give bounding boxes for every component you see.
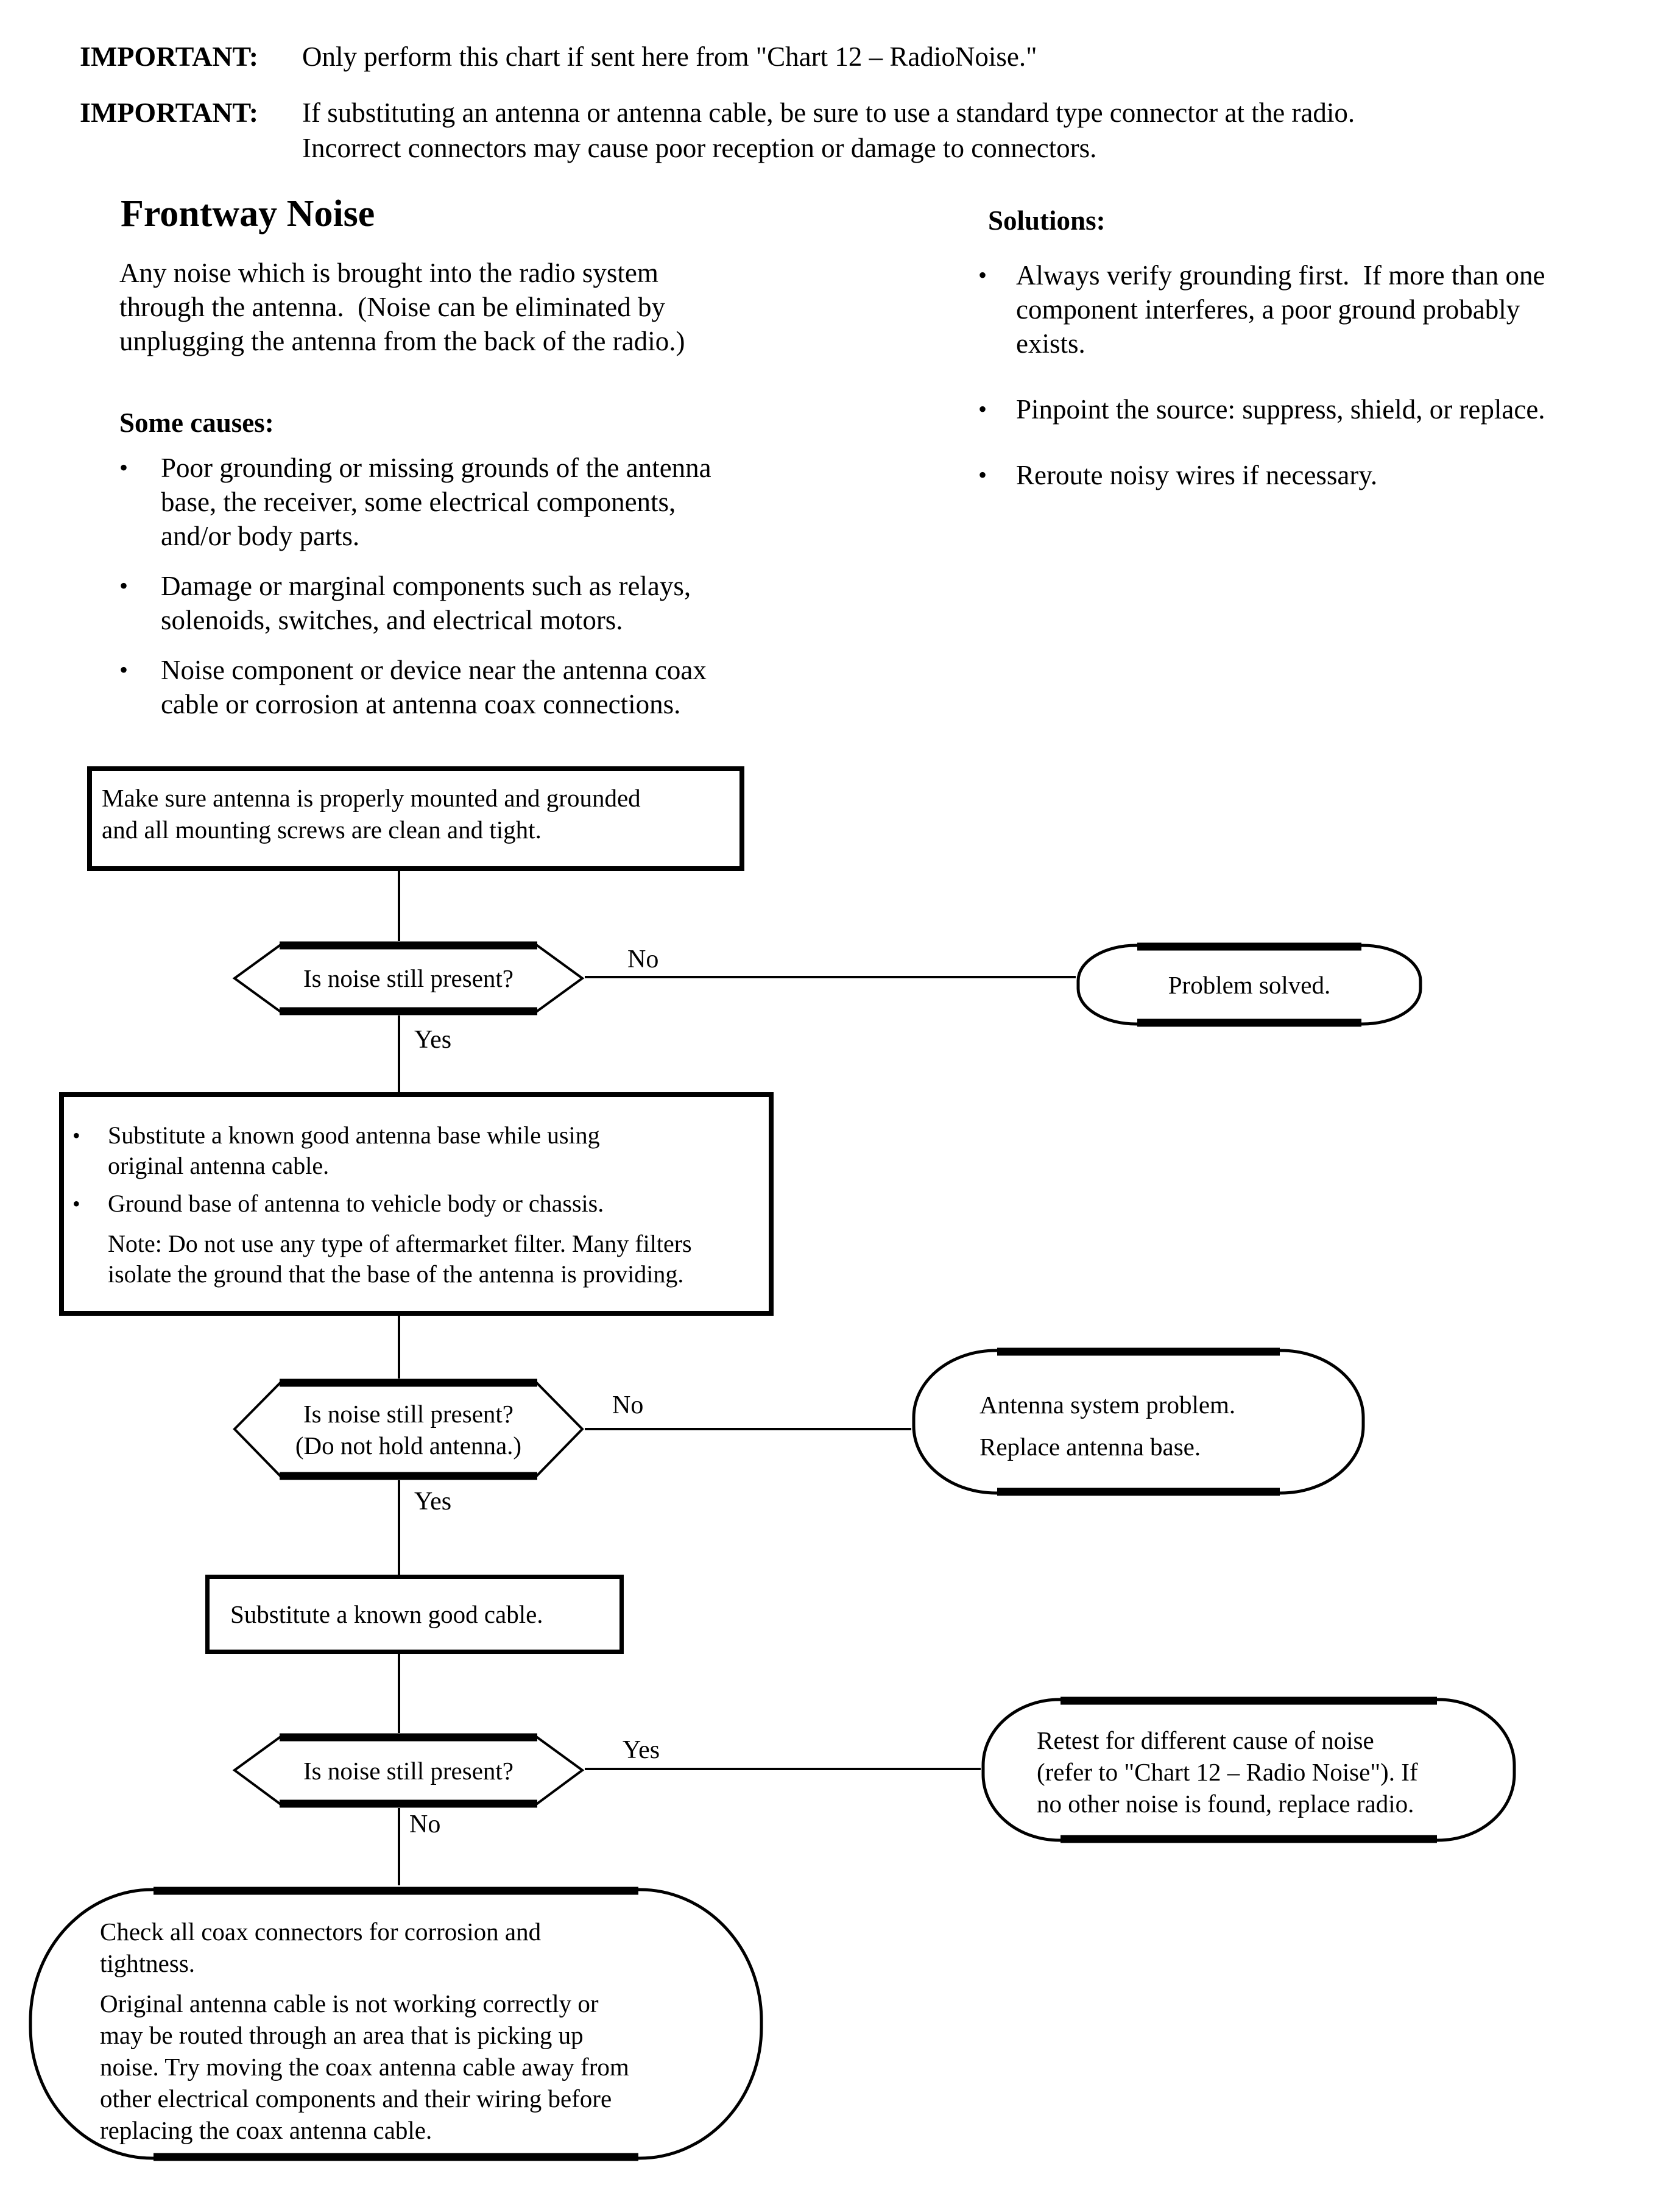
decision-text: Is noise still present?: [303, 964, 514, 992]
terminal-text: Problem solved.: [1168, 970, 1331, 999]
step-note-text: Note: Do not use any type of aftermarket…: [108, 1230, 692, 1288]
solution-item: • Always verify grounding first. If more…: [978, 258, 1680, 361]
stadium-shape: [912, 1347, 1365, 1496]
stadium-shape: [29, 1887, 763, 2161]
terminal-text-paragraph: Check all coax connectors for corrosion …: [100, 1918, 542, 1977]
stadium-shape: [1076, 942, 1422, 1027]
solution-item: • Reroute noisy wires if necessary.: [978, 458, 1680, 492]
decision-noise-present-3: Is noise still present?: [232, 1733, 585, 1808]
step-text: Make sure antenna is properly mounted an…: [102, 784, 641, 844]
edge-label-no: No: [627, 945, 659, 973]
bullet-icon: •: [978, 461, 987, 489]
causes-list: • Poor grounding or missing grounds of t…: [119, 451, 875, 737]
notice-text: Only perform this chart if sent here fro…: [302, 41, 1037, 72]
notice-row-2: IMPORTANT: If substituting an antenna or…: [80, 95, 1639, 166]
solution-text: Always verify grounding first. If more t…: [1016, 260, 1545, 359]
decision-noise-present-2: Is noise still present? (Do not hold ant…: [232, 1379, 585, 1480]
bullet-icon: •: [119, 656, 129, 683]
step-text: Substitute a known good cable.: [230, 1600, 543, 1628]
cause-item: • Poor grounding or missing grounds of t…: [119, 451, 875, 553]
step-mount-antenna-box: Make sure antenna is properly mounted an…: [87, 766, 744, 871]
intro-paragraph: Any noise which is brought into the radi…: [119, 258, 685, 356]
terminal-retest-radio: Retest for different cause of noise (ref…: [981, 1695, 1517, 1845]
hexagon-shape: [233, 1379, 584, 1480]
cause-text: Noise component or device near the anten…: [161, 655, 707, 719]
step-bullet-text: Ground base of antenna to vehicle body o…: [108, 1190, 604, 1217]
terminal-check-coax: Check all coax connectors for corrosion …: [28, 1885, 764, 2162]
step-bullet-text: Substitute a known good antenna base whi…: [108, 1121, 600, 1179]
bullet-icon: •: [72, 1191, 80, 1216]
notice-row-1: IMPORTANT: Only perform this chart if se…: [80, 39, 1603, 74]
connector-line: [398, 1480, 400, 1575]
cause-text: Poor grounding or missing grounds of the…: [161, 453, 711, 551]
hexagon-shape: [232, 1733, 585, 1808]
step-bullet-item: • Ground base of antenna to vehicle body…: [72, 1188, 769, 1219]
decision-text: Is noise still present?: [303, 1756, 514, 1785]
solution-text: Pinpoint the source: suppress, shield, o…: [1016, 394, 1545, 425]
cause-item: • Damage or marginal components such as …: [119, 569, 875, 637]
connector-line: [585, 1768, 981, 1770]
causes-heading: Some causes:: [119, 408, 274, 438]
terminal-text-line: Antenna system problem.: [979, 1391, 1236, 1419]
bullet-icon: •: [72, 1123, 80, 1148]
bullet-icon: •: [978, 395, 987, 423]
terminal-problem-solved: Problem solved.: [1076, 941, 1423, 1028]
decision-qualifier-text: (Do not hold antenna.): [295, 1431, 522, 1460]
cause-item: • Noise component or device near the ant…: [119, 653, 875, 721]
decision-noise-present-1: Is noise still present?: [232, 941, 585, 1015]
terminal-text-line: Replace antenna base.: [979, 1433, 1201, 1461]
solutions-heading: Solutions:: [988, 205, 1106, 236]
step-substitute-cable-box: Substitute a known good cable.: [205, 1575, 624, 1654]
decision-text: Is noise still present?: [303, 1399, 514, 1428]
terminal-text: Retest for different cause of noise (ref…: [1037, 1726, 1418, 1818]
step-substitute-base-box: • Substitute a known good antenna base w…: [59, 1092, 774, 1316]
terminal-antenna-system-problem: Antenna system problem. Replace antenna …: [911, 1346, 1366, 1497]
connector-line: [398, 871, 400, 941]
bullet-icon: •: [119, 454, 129, 481]
notice-text: If substituting an antenna or antenna ca…: [302, 97, 1355, 163]
solution-item: • Pinpoint the source: suppress, shield,…: [978, 392, 1680, 426]
connector-line: [398, 1808, 400, 1885]
page-title: Frontway Noise: [121, 193, 375, 235]
connector-line: [398, 1316, 400, 1379]
edge-label-yes: Yes: [414, 1488, 452, 1516]
edge-label-no: No: [612, 1391, 644, 1419]
bullet-icon: •: [978, 261, 987, 289]
stadium-shape: [981, 1696, 1516, 1843]
edge-label-yes: Yes: [623, 1736, 660, 1764]
connector-line: [398, 1015, 400, 1092]
edge-label-no: No: [409, 1810, 441, 1838]
solutions-list: • Always verify grounding first. If more…: [978, 258, 1680, 524]
connector-line: [398, 1654, 400, 1733]
solution-text: Reroute noisy wires if necessary.: [1016, 460, 1378, 490]
terminal-text-paragraph: Original antenna cable is not working co…: [100, 1989, 629, 2144]
connector-line: [585, 1428, 911, 1430]
important-label: IMPORTANT:: [80, 41, 259, 72]
bullet-icon: •: [119, 572, 129, 599]
edge-label-yes: Yes: [414, 1026, 452, 1054]
hexagon-shape: [232, 941, 585, 1015]
cause-text: Damage or marginal components such as re…: [161, 571, 691, 635]
connector-line: [585, 976, 1076, 978]
step-bullet-item: • Substitute a known good antenna base w…: [72, 1120, 769, 1181]
important-label: IMPORTANT:: [80, 97, 259, 128]
